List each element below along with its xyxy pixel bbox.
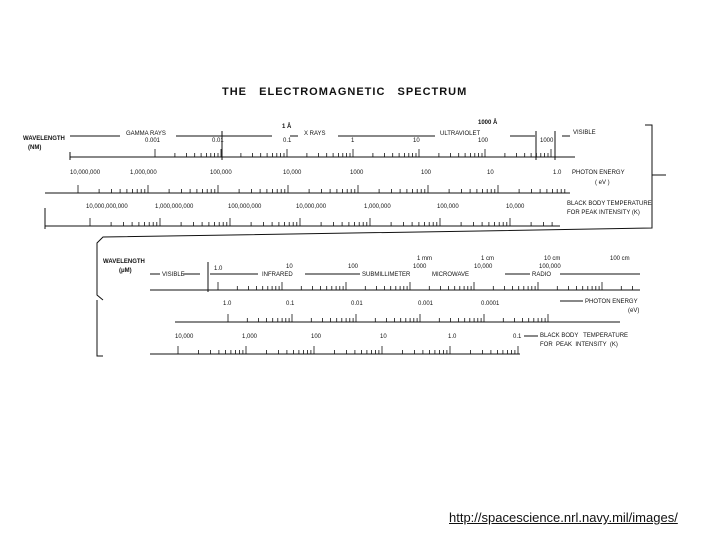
lower-wavelength-minor-ticks bbox=[217, 282, 633, 290]
upper-wl-tick-label: 1000 bbox=[540, 138, 554, 144]
upper-thousand-angstrom-label: 1000 Å bbox=[478, 119, 498, 126]
upper-pe-tick-label: 100,000 bbox=[210, 170, 232, 176]
lower-wl-tick-label: 100 bbox=[348, 264, 359, 270]
upper-xray-label: X RAYS bbox=[304, 131, 326, 137]
upper-wl-tick-label: 0.1 bbox=[283, 138, 292, 144]
lower-wl-tick-label: 1000 bbox=[413, 264, 427, 270]
lower-temp-tick-label: 1.0 bbox=[448, 334, 457, 340]
lower-radio-label: RADIO bbox=[532, 272, 551, 278]
upper-photon-energy-ticks bbox=[77, 185, 566, 193]
upper-wl-tick-label: 10 bbox=[413, 138, 420, 144]
lower-row-label-line-2: (μM) bbox=[119, 268, 132, 274]
lower-unit-mark: 1 cm bbox=[481, 256, 494, 262]
lower-temperature-label-line-1: BLACK BODY TEMPERATURE bbox=[540, 333, 628, 339]
upper-wl-tick-label: 0.01 bbox=[212, 138, 224, 144]
upper-wl-tick-label: 100 bbox=[478, 138, 489, 144]
lower-submm-label: SUBMILLIMETER bbox=[362, 272, 411, 278]
upper-uv-label: ULTRAVIOLET bbox=[440, 131, 480, 137]
lower-wl-tick-label: 1.0 bbox=[214, 266, 223, 272]
upper-pe-tick-label: 10,000 bbox=[283, 170, 302, 176]
lower-pe-tick-label: 1.0 bbox=[223, 301, 232, 307]
lower-temp-tick-label: 1,000 bbox=[242, 334, 258, 340]
lower-pe-tick-label: 0.1 bbox=[286, 301, 295, 307]
lower-photon-energy-ticks bbox=[227, 314, 549, 322]
upper-temp-tick-label: 1,000,000 bbox=[364, 204, 391, 210]
lower-temp-tick-label: 10,000 bbox=[175, 334, 194, 340]
upper-photon-label-line-1: PHOTON ENERGY bbox=[572, 170, 625, 176]
lower-wl-tick-label: 10,000 bbox=[474, 264, 493, 270]
lower-panel: WAVELENGTH (μM) VISIBLE INFRARED SUBMILL… bbox=[103, 256, 640, 355]
upper-visible-label: VISIBLE bbox=[573, 130, 596, 136]
lower-infrared-label: INFRARED bbox=[262, 272, 293, 278]
upper-photon-label-line-2: ( eV ) bbox=[595, 180, 610, 186]
upper-wl-tick-label: 1 bbox=[351, 138, 355, 144]
lower-temperature-label-line-2: FOR PEAK INTENSITY (K) bbox=[540, 342, 618, 348]
upper-temp-tick-label: 10,000,000 bbox=[296, 204, 327, 210]
lower-pe-tick-label: 0.01 bbox=[351, 301, 363, 307]
upper-temp-tick-label: 10,000 bbox=[506, 204, 525, 210]
upper-temperature-ticks bbox=[89, 218, 553, 226]
upper-pe-tick-label: 1,000,000 bbox=[130, 170, 157, 176]
upper-pe-tick-label: 1.0 bbox=[553, 170, 562, 176]
lower-visible-label: VISIBLE bbox=[162, 272, 185, 278]
upper-panel: WAVELENGTH (NM) GAMMA RAYS 1 Å X RAYS 10… bbox=[23, 119, 652, 229]
upper-temperature-label-line-2: FOR PEAK INTENSITY (K) bbox=[567, 210, 640, 216]
lower-microwave-label: MICROWAVE bbox=[432, 272, 469, 278]
continuation-bracket bbox=[96, 124, 666, 357]
lower-unit-mark: 10 cm bbox=[544, 256, 560, 262]
lower-unit-mark: 100 cm bbox=[610, 256, 630, 262]
diagram-title: THE ELECTROMAGNETIC SPECTRUM bbox=[222, 86, 467, 98]
lower-wl-tick-label: 10 bbox=[286, 264, 293, 270]
upper-temp-tick-label: 100,000,000 bbox=[228, 204, 262, 210]
source-url-link[interactable]: http://spacescience.nrl.navy.mil/images/ bbox=[449, 510, 678, 525]
upper-gamma-label: GAMMA RAYS bbox=[126, 131, 166, 137]
lower-pe-tick-label: 0.001 bbox=[418, 301, 434, 307]
lower-row-label-line-1: WAVELENGTH bbox=[103, 259, 145, 265]
lower-photon-label-line-1: PHOTON ENERGY bbox=[585, 299, 638, 305]
lower-temperature-ticks bbox=[177, 346, 519, 354]
lower-photon-label-line-2: (eV) bbox=[628, 308, 639, 314]
upper-pe-tick-label: 10,000,000 bbox=[70, 170, 101, 176]
upper-temp-tick-label: 1,000,000,000 bbox=[155, 204, 194, 210]
upper-temp-tick-label: 100,000 bbox=[437, 204, 459, 210]
upper-angstrom-label: 1 Å bbox=[282, 123, 292, 130]
lower-pe-tick-label: 0.0001 bbox=[481, 301, 500, 307]
upper-row-label-line-1: WAVELENGTH bbox=[23, 136, 65, 142]
upper-temp-tick-label: 10,000,000,000 bbox=[86, 204, 128, 210]
lower-temp-tick-label: 0.1 bbox=[513, 334, 522, 340]
lower-temp-tick-label: 100 bbox=[311, 334, 322, 340]
upper-wavelength-axis bbox=[69, 131, 575, 160]
upper-wl-tick-label: 0.001 bbox=[145, 138, 161, 144]
upper-pe-tick-label: 1000 bbox=[350, 170, 364, 176]
lower-unit-mark: 1 mm bbox=[417, 256, 432, 262]
upper-temperature-label-line-1: BLACK BODY TEMPERATURE bbox=[567, 201, 652, 207]
upper-row-label-line-2: (NM) bbox=[28, 145, 41, 151]
lower-wavelength-axis bbox=[150, 262, 640, 292]
lower-temp-tick-label: 10 bbox=[380, 334, 387, 340]
upper-pe-tick-label: 100 bbox=[421, 170, 432, 176]
upper-wavelength-minor-ticks bbox=[154, 149, 552, 157]
lower-wl-tick-label: 100,000 bbox=[539, 264, 561, 270]
upper-pe-tick-label: 10 bbox=[487, 170, 494, 176]
